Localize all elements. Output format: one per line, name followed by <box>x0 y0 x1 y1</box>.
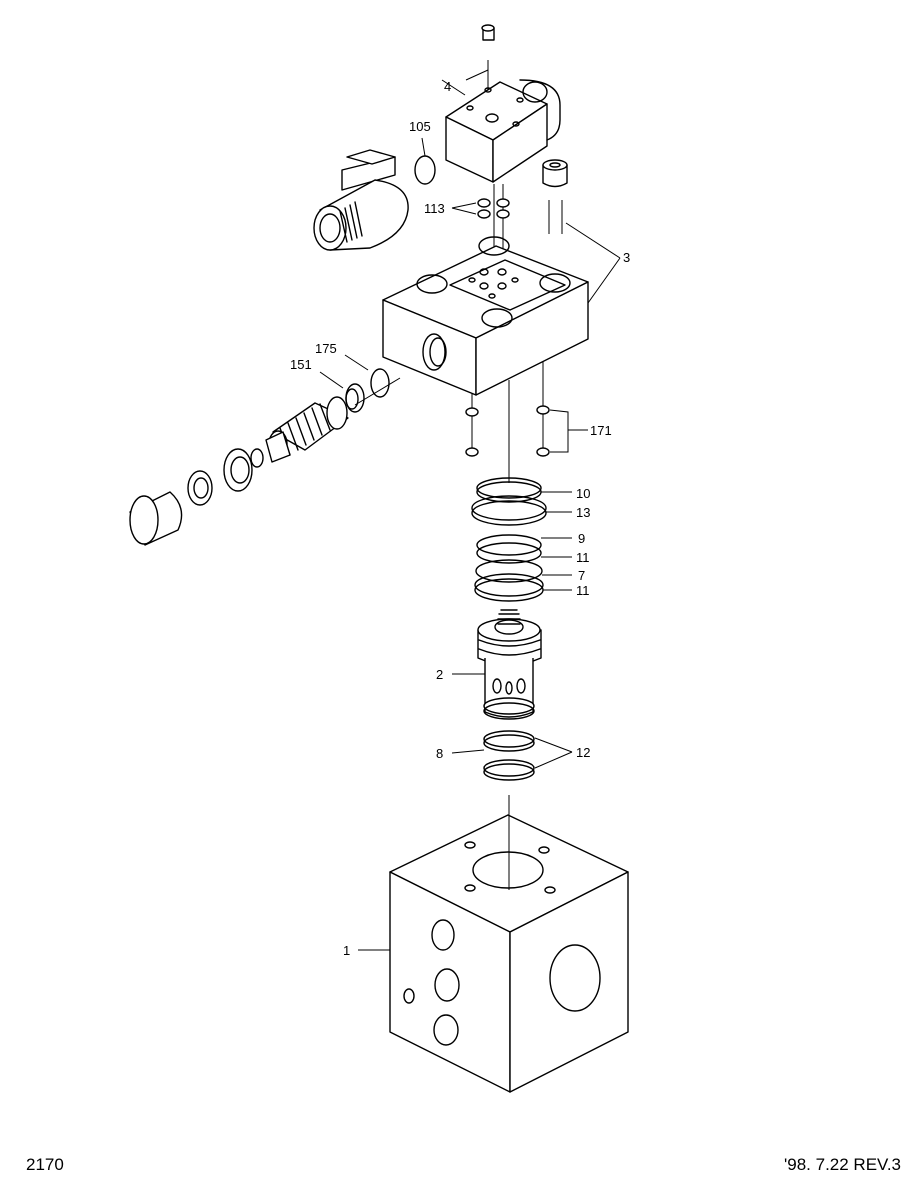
label-part-12: 12 <box>576 745 590 760</box>
label-part-105: 105 <box>409 119 431 134</box>
solenoid-valve <box>445 24 561 183</box>
label-part-171: 171 <box>590 423 612 438</box>
adjuster-assembly <box>129 368 390 546</box>
revision-note: '98. 7.22 REV.3 <box>784 1155 901 1174</box>
valve-cartridge <box>477 609 542 720</box>
label-part-151: 151 <box>290 357 312 372</box>
solenoid-coil <box>313 149 409 251</box>
o-ring-105 <box>414 155 436 185</box>
label-part-8: 8 <box>436 746 443 761</box>
socket-bolt <box>542 159 568 188</box>
label-part-175: 175 <box>315 341 337 356</box>
seal-ring-stack <box>471 477 547 602</box>
label-part-7: 7 <box>578 568 585 583</box>
label-part-10: 10 <box>576 486 590 501</box>
label-part-1: 1 <box>343 943 350 958</box>
label-part-4: 4 <box>444 79 451 94</box>
washers-171 <box>465 405 550 457</box>
label-part-13: 13 <box>576 505 590 520</box>
lower-seal-rings <box>483 730 535 781</box>
label-part-9: 9 <box>578 531 585 546</box>
manifold-block <box>382 236 589 396</box>
label-part-2: 2 <box>436 667 443 682</box>
label-part-11-upper: 11 <box>576 550 590 565</box>
label-part-11-lower: 11 <box>576 583 590 598</box>
washers-113 <box>477 198 510 219</box>
valve-body-block <box>389 814 629 1093</box>
leader-lines <box>319 69 621 951</box>
drawing-number: 2170 <box>26 1155 64 1174</box>
label-part-3: 3 <box>623 250 630 265</box>
part-labels: 1 2 3 4 7 8 9 10 11 11 12 13 105 113 151… <box>290 79 630 958</box>
label-part-113: 113 <box>424 201 445 216</box>
